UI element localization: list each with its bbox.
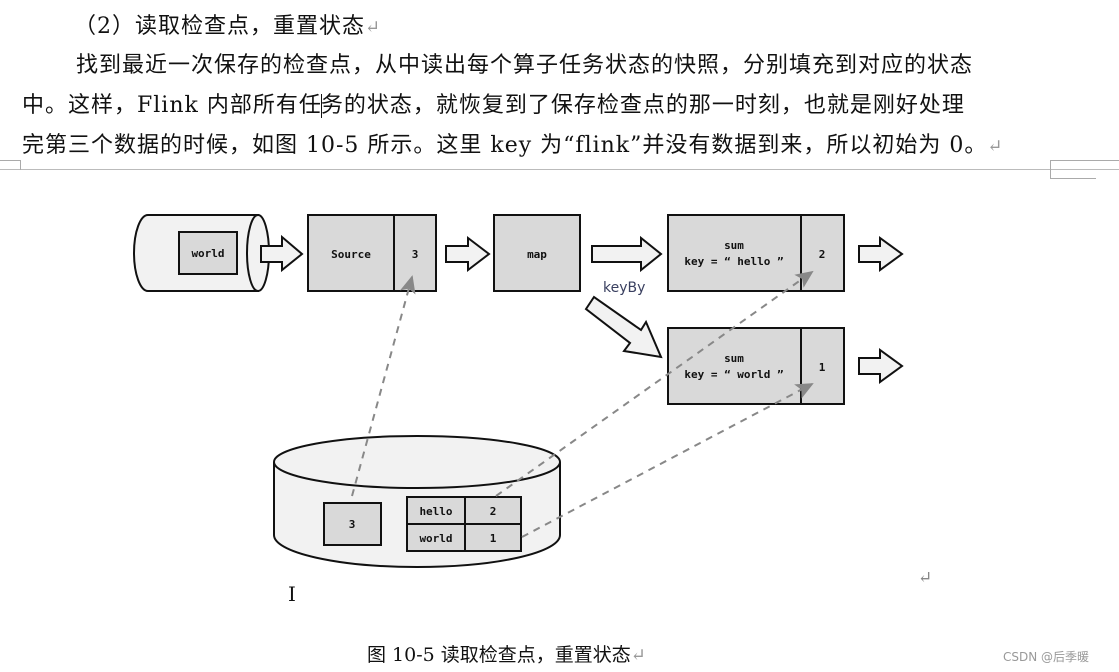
queue-item-label: world	[191, 247, 224, 260]
sum-task-world: sum key = “ world ” 1	[667, 327, 845, 405]
sum-hello-title: sum	[724, 239, 744, 252]
stored-state-table: hello 2 world 1	[406, 496, 522, 552]
flow-arrow-keyby	[584, 295, 663, 359]
state-key-world: world	[419, 532, 452, 545]
sum-task-hello: sum key = “ hello ” 2	[667, 214, 845, 292]
output-arrow-world	[858, 348, 904, 384]
state-key-hello: hello	[419, 505, 452, 518]
paragraph-mark: ↵	[987, 136, 1004, 157]
stored-source-offset: 3	[349, 518, 356, 531]
margin-corner-right-lower	[1050, 170, 1096, 179]
paragraph-line-1: 找到最近一次保存的检查点，从中读出每个算子任务状态的快照，分别填充到对应的状态	[76, 47, 973, 79]
paragraph-text: 找到最近一次保存的检查点，从中读出每个算子任务状态的快照，分别填充到对应的状态	[76, 53, 974, 78]
sum-world-key: key = “ world ”	[684, 368, 783, 381]
margin-corner-left	[0, 160, 21, 170]
paragraph-text: 中。这样，Flink 内部所有任	[22, 93, 322, 118]
flow-arrow-3	[591, 235, 663, 273]
paragraph-mark: ↵	[630, 645, 646, 666]
text-cursor	[320, 94, 322, 118]
paragraph-text: 务的状态，就恢复到了保存检查点的那一时刻，也就是刚好处理	[320, 93, 965, 118]
output-arrow-hello	[858, 236, 904, 272]
paragraph-mark: ↵	[365, 17, 382, 38]
sum-world-title: sum	[724, 352, 744, 365]
state-value-hello: 2	[490, 505, 497, 518]
page-boundary-line	[0, 169, 1119, 170]
map-task-label: map	[527, 248, 547, 261]
stored-source-offset-box	[323, 502, 382, 546]
state-value-world: 1	[490, 532, 497, 545]
caption-text: 图 10-5 读取检查点，重置状态	[367, 644, 631, 666]
paragraph-line-2: 中。这样，Flink 内部所有任务的状态，就恢复到了保存检查点的那一时刻，也就是…	[22, 87, 965, 119]
source-task: Source 3	[307, 214, 437, 292]
paragraph-text: 完第三个数据的时候，如图 10-5 所示。这里 key 为“flink”并没有数…	[22, 133, 988, 158]
checkpoint-storage: 3 hello 2 world 1	[273, 435, 561, 568]
section-heading: （2）读取检查点，重置状态↵	[74, 8, 381, 40]
heading-text: （2）读取检查点，重置状态	[74, 14, 365, 39]
sum-hello-state: 2	[819, 248, 826, 261]
flow-arrow-1	[260, 234, 304, 273]
paragraph-line-3: 完第三个数据的时候，如图 10-5 所示。这里 key 为“flink”并没有数…	[22, 127, 1003, 159]
input-queue-cylinder: world	[133, 214, 270, 292]
sum-world-state: 1	[819, 361, 826, 374]
paragraph-mark: ↵	[918, 568, 933, 588]
margin-corner-right	[1050, 160, 1119, 170]
queue-item-box	[178, 231, 238, 275]
flow-arrow-2	[445, 235, 491, 273]
restore-arrow-world	[521, 383, 814, 538]
source-state-value: 3	[412, 248, 419, 261]
keyby-label: keyBy	[603, 280, 645, 296]
watermark: CSDN @后季暖	[1003, 650, 1090, 664]
figure-caption: 图 10-5 读取检查点，重置状态↵	[367, 640, 646, 667]
mouse-ibeam-cursor: I	[288, 582, 296, 606]
map-task: map	[493, 214, 581, 292]
source-task-label: Source	[331, 248, 371, 261]
sum-hello-key: key = “ hello ”	[684, 255, 783, 268]
